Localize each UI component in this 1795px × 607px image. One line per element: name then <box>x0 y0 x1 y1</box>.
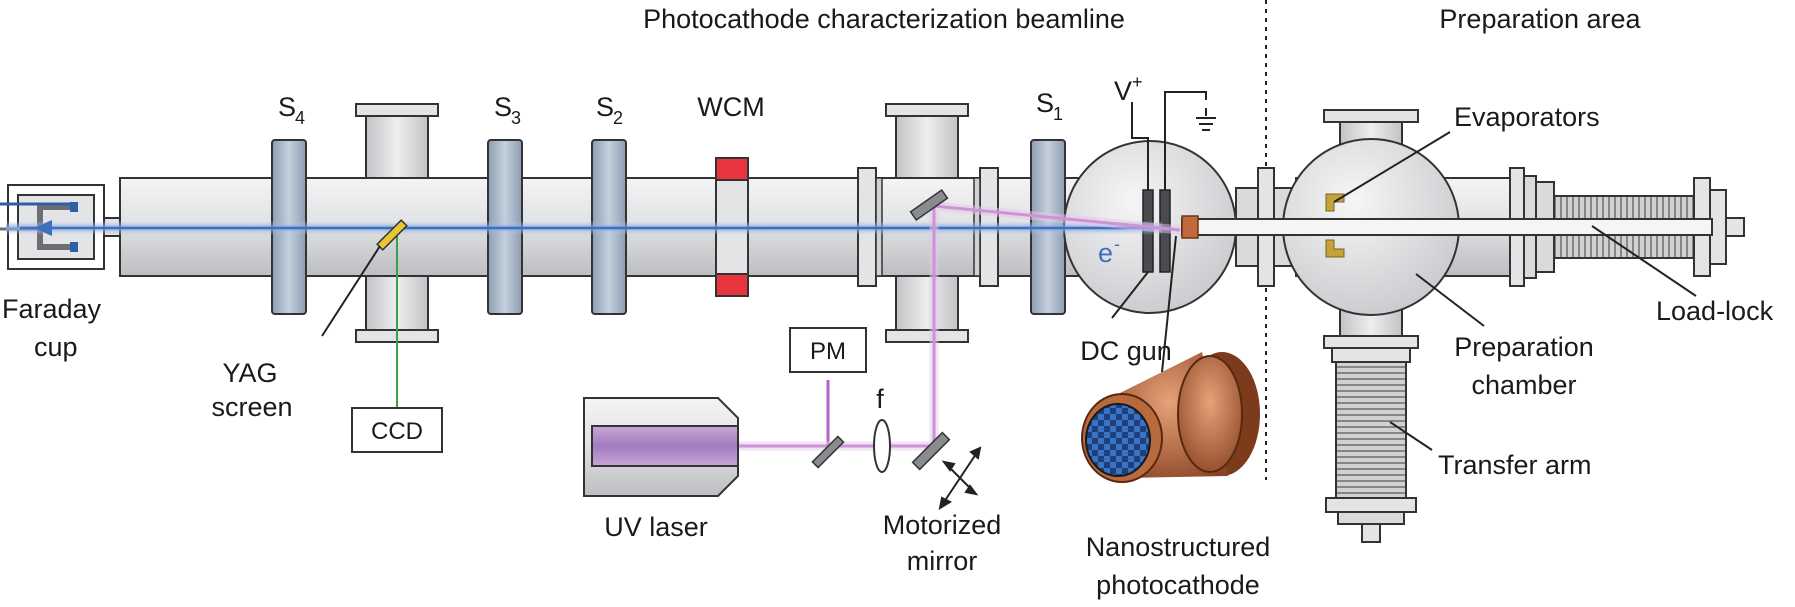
vplus-label: V <box>1114 76 1132 106</box>
electron-sup: - <box>1114 234 1120 254</box>
prep-chamber-leader <box>1415 273 1485 327</box>
photocathode-leader <box>1161 235 1177 373</box>
s4-label: S <box>278 92 296 122</box>
photocathode-puck <box>1181 215 1199 239</box>
motorized-mirror <box>911 431 951 471</box>
transfer-arm-label: Transfer arm <box>1438 450 1592 480</box>
ground-lead <box>1164 91 1207 190</box>
in-vacuum-mirror <box>909 188 949 222</box>
s1-label: S <box>1036 88 1054 118</box>
transfer-rod <box>1181 218 1713 236</box>
s4-sub: 4 <box>295 108 305 128</box>
dc-gun-leader <box>1111 271 1149 319</box>
nano-label-2: photocathode <box>1096 570 1260 600</box>
prep-area-title: Preparation area <box>1439 4 1641 34</box>
nano-label-1: Nanostructured <box>1086 532 1271 562</box>
s2-label: S <box>596 92 614 122</box>
photocathode-photo <box>1081 352 1260 483</box>
yag-label-2: screen <box>211 392 292 422</box>
uv-laser <box>583 397 739 497</box>
evaporators-label: Evaporators <box>1454 102 1600 132</box>
beam-splitter <box>811 435 845 469</box>
s1-sub: 1 <box>1053 104 1063 124</box>
beam-arrow-icon <box>34 220 52 236</box>
ccd-label: CCD <box>371 418 423 445</box>
load-lock-leader <box>1591 225 1697 297</box>
hv-lead <box>1131 102 1149 190</box>
beamline-title: Photocathode characterization beamline <box>643 4 1125 34</box>
transfer-arm <box>1325 347 1417 543</box>
dc-gun-label: DC gun <box>1080 336 1172 366</box>
motion-arrows-icon <box>938 446 982 511</box>
load-lock-label: Load-lock <box>1656 296 1774 326</box>
wcm-label: WCM <box>697 92 764 122</box>
yag-leader <box>321 245 381 337</box>
uv-laser-label: UV laser <box>604 512 708 542</box>
s3-sub: 3 <box>511 108 521 128</box>
transfer-arm-leader <box>1389 421 1433 451</box>
prep-chamber-label-2: chamber <box>1471 370 1576 400</box>
s2-sub: 2 <box>613 108 623 128</box>
motorized-label-1: Motorized <box>883 510 1002 540</box>
pm-label: PM <box>810 338 846 365</box>
faraday-label-2: cup <box>34 332 78 362</box>
prep-chamber-label-1: Preparation <box>1454 332 1594 362</box>
ccd-box <box>351 407 443 453</box>
vplus-sup: + <box>1132 72 1143 92</box>
faraday-label-1: Faraday <box>2 294 102 324</box>
focusing-lens <box>873 419 891 473</box>
yag-label-1: YAG <box>222 358 277 388</box>
electron-label: e <box>1098 238 1113 268</box>
evaporators-leader <box>1333 131 1451 203</box>
ground-icon <box>1196 108 1216 131</box>
motorized-label-2: mirror <box>907 546 977 576</box>
pm-box <box>789 327 867 373</box>
focus-label: f <box>876 384 884 414</box>
s3-label: S <box>494 92 512 122</box>
